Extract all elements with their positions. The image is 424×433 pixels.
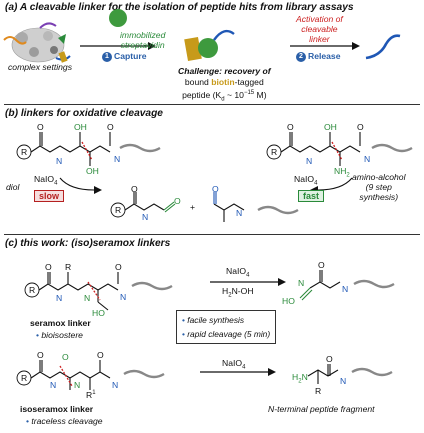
seramox-feature: • bioisostere bbox=[36, 330, 83, 340]
atom-r-diol: R bbox=[21, 147, 28, 157]
reagent-c3: NaIO4 bbox=[222, 358, 246, 371]
reagent-c2: H2N-OH bbox=[222, 286, 254, 299]
fragment-label: N-terminal peptide fragment bbox=[268, 404, 375, 414]
reagent-b-right: NaIO4 bbox=[294, 174, 318, 187]
atom-n1-iso: N bbox=[50, 380, 57, 390]
atom-nh-aa: N bbox=[306, 156, 313, 166]
atom-n-oxime: N bbox=[298, 278, 305, 288]
released-peptide-illustration bbox=[365, 34, 401, 60]
diol-structure bbox=[16, 132, 161, 166]
atom-n2-iso: N bbox=[74, 380, 81, 390]
aldehyde-product bbox=[110, 192, 176, 218]
atom-r1-iso: R1 bbox=[86, 390, 96, 400]
divider-b-c bbox=[4, 234, 420, 235]
section-c-title: (c) this work: (iso)seramox linkers bbox=[5, 238, 171, 249]
atom-ho-seramox: HO bbox=[92, 308, 105, 318]
atom-n2-oxime: N bbox=[342, 284, 349, 294]
atom-n3-iso: N bbox=[112, 380, 119, 390]
divider-a-b bbox=[4, 104, 420, 105]
isoseramox-feature: • traceless cleavage bbox=[26, 416, 103, 426]
diol-label: diol bbox=[6, 182, 20, 192]
atom-r-iso: R bbox=[21, 373, 28, 383]
features-box: • facile synthesis • rapid cleavage (5 m… bbox=[176, 310, 277, 344]
atom-o-diol: O bbox=[37, 122, 44, 132]
aminoalcohol-structure bbox=[266, 132, 413, 166]
atom-oh1-diol: OH bbox=[74, 122, 87, 132]
atom-h2n-frag: H2N bbox=[292, 372, 308, 385]
atom-r-seramox: R bbox=[29, 285, 36, 295]
fast-badge: fast bbox=[298, 190, 325, 202]
complex-settings-illustration bbox=[3, 22, 71, 63]
atom-o-frag: O bbox=[326, 354, 333, 364]
atom-oh-aa: OH bbox=[324, 122, 337, 132]
atom-n2-seramox: N bbox=[84, 293, 91, 303]
captured-peptide-illustration bbox=[184, 29, 235, 62]
slow-badge: slow bbox=[34, 190, 65, 202]
atom-n3-seramox: N bbox=[120, 292, 127, 302]
atom-o-seramox: O bbox=[45, 262, 52, 272]
atom-o2-iso: O bbox=[97, 350, 104, 360]
section-a-title: (a) A cleavable linker for the isolation… bbox=[5, 2, 354, 13]
atom-n-glyox: N bbox=[236, 208, 243, 218]
atom-ho-oxime: HO bbox=[282, 296, 295, 306]
seramox-name: seramox linker bbox=[30, 318, 91, 328]
reagent-c1: NaIO4 bbox=[226, 266, 250, 279]
reagent-b-left: NaIO4 bbox=[34, 174, 58, 187]
seramox-structure bbox=[24, 272, 173, 311]
glyoxamide-product bbox=[213, 192, 299, 222]
atom-r-aa: R bbox=[271, 147, 278, 157]
atom-oh2-diol: OH bbox=[86, 166, 99, 176]
atom-nh-diol: N bbox=[56, 156, 63, 166]
plus-sign: + bbox=[190, 202, 196, 212]
atom-o-prod: O bbox=[131, 184, 138, 194]
isoseramox-name: isoseramox linker bbox=[20, 404, 94, 414]
atom-o-glyox: O bbox=[212, 184, 219, 194]
atom-r2-seramox: R bbox=[65, 262, 72, 272]
atom-o-aa: O bbox=[287, 122, 294, 132]
atom-n-frag: N bbox=[340, 376, 347, 386]
n-terminal-fragment-structure bbox=[307, 364, 393, 384]
complex-settings-label: complex settings bbox=[8, 62, 73, 72]
atom-o2-aa: O bbox=[357, 122, 364, 132]
atom-o2-diol: O bbox=[107, 122, 114, 132]
challenge-text: Challenge: recovery of bound biotin-tagg… bbox=[178, 66, 271, 103]
isoseramox-structure bbox=[16, 360, 165, 390]
atom-n-prod: N bbox=[142, 212, 149, 222]
atom-r-frag: R bbox=[315, 386, 322, 396]
section-b-title: (b) linkers for oxidative cleavage bbox=[5, 108, 163, 119]
atom-nh2-aa: NH2 bbox=[334, 166, 350, 179]
atom-n1-seramox: N bbox=[56, 293, 63, 303]
atom-o2-seramox: O bbox=[115, 262, 122, 272]
atom-o-oxime: O bbox=[318, 260, 325, 270]
atom-n2-diol: N bbox=[114, 154, 121, 164]
atom-n2-aa: N bbox=[364, 154, 371, 164]
oxime-product bbox=[299, 270, 395, 301]
atom-r-prod: R bbox=[115, 205, 122, 215]
atom-o-ald: O bbox=[174, 196, 181, 206]
atom-o-iso: O bbox=[37, 350, 44, 360]
atom-o-red-iso: O bbox=[62, 352, 69, 362]
